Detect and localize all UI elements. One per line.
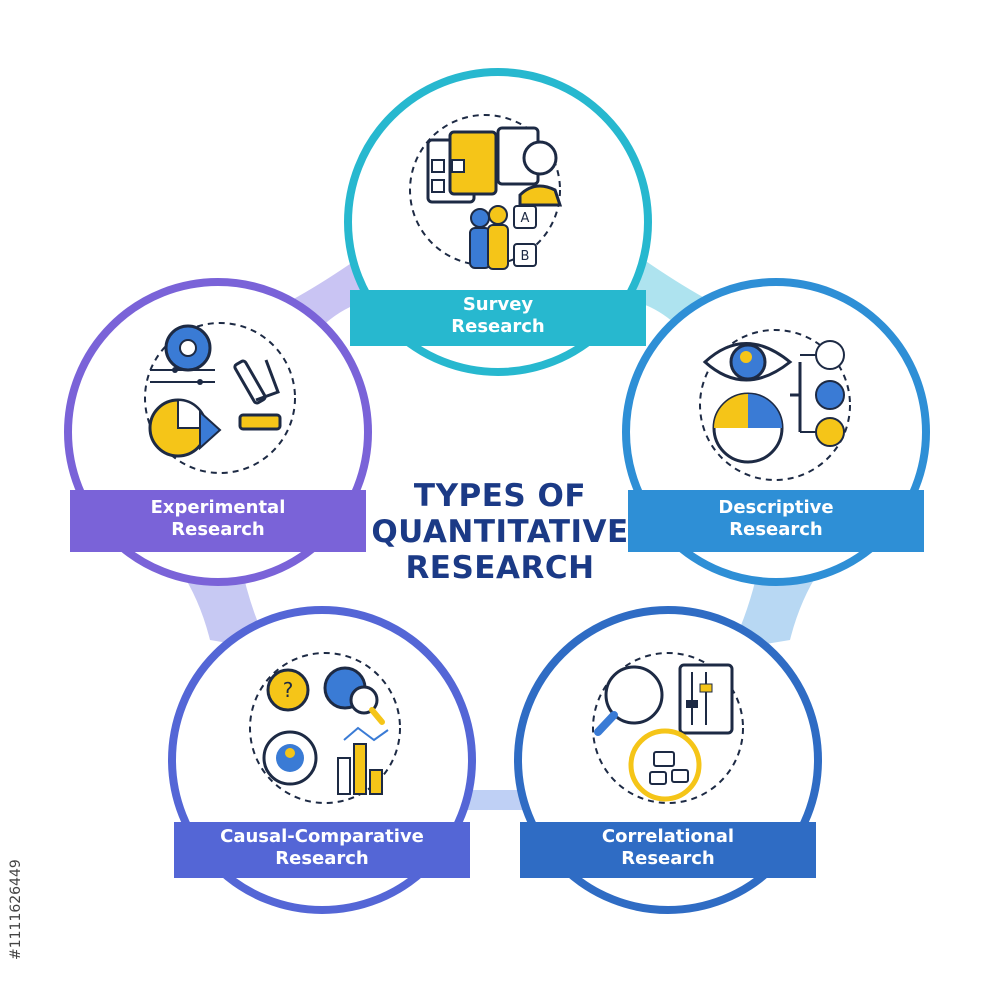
label-descriptive-line-1: Descriptive (718, 497, 834, 518)
node-correlational (514, 606, 822, 914)
svg-text:?: ? (283, 678, 294, 702)
diagram-title: TYPES OF QUANTITATIVE RESEARCH (300, 478, 700, 586)
label-causal-line-2: Research (275, 848, 369, 869)
experimental-icon (144, 322, 296, 474)
svg-text:A: A (521, 211, 530, 226)
node-experimental (64, 278, 372, 586)
title-line-2: QUANTITATIVE (371, 514, 629, 550)
stock-id-text: #1111626449 (8, 859, 24, 960)
stock-id: #1111626449 (8, 760, 38, 960)
label-experimental-line-1: Experimental (150, 497, 286, 518)
descriptive-icon (699, 329, 851, 481)
label-survey-line-2: Research (451, 316, 545, 337)
node-causal: ? (168, 606, 476, 914)
svg-text:B: B (521, 249, 530, 264)
label-survey: Survey Research (350, 294, 646, 338)
label-survey-line-1: Survey (462, 294, 534, 315)
title-line-3: RESEARCH (405, 550, 595, 586)
causal-comparative-icon: ? (249, 652, 401, 804)
label-correlational-line-1: Correlational (601, 826, 735, 847)
survey-icon: A B (409, 114, 563, 270)
label-causal-line-1: Causal-Comparative (220, 826, 424, 847)
label-correlational: Correlational Research (520, 826, 816, 870)
node-survey: A B (344, 68, 652, 376)
correlational-icon (592, 652, 744, 804)
label-descriptive: Descriptive Research (628, 497, 924, 541)
label-causal: Causal-Comparative Research (174, 826, 470, 870)
node-descriptive (622, 278, 930, 586)
label-correlational-line-2: Research (621, 848, 715, 869)
label-experimental-line-2: Research (171, 519, 265, 540)
label-experimental: Experimental Research (70, 497, 366, 541)
label-descriptive-line-2: Research (729, 519, 823, 540)
title-line-1: TYPES OF (413, 478, 587, 514)
